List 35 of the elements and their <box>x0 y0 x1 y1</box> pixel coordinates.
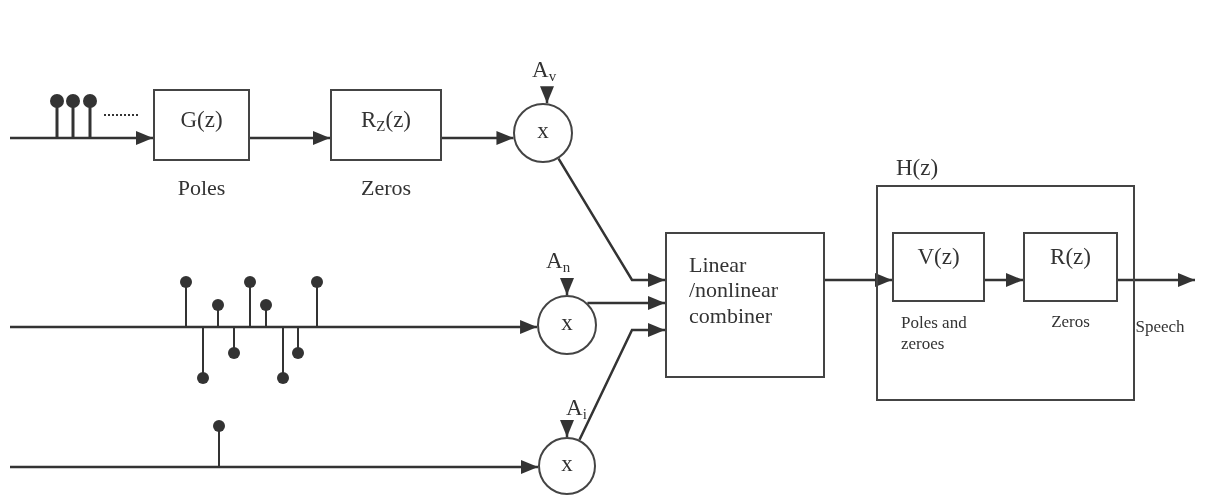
arrow <box>10 320 538 334</box>
arrow <box>1118 273 1195 287</box>
block-caption: Zeros <box>1051 312 1090 332</box>
block-label: x <box>561 309 573 337</box>
block-label: Linear /nonlinear combiner <box>689 252 780 328</box>
arrow <box>540 86 554 104</box>
block-label: G(z) <box>180 107 223 134</box>
edge-label: Speech <box>1135 317 1185 337</box>
gain-label: A$_{v}$ <box>530 58 564 87</box>
block-caption: Poles and zeroes <box>901 312 968 355</box>
arrow <box>557 158 665 287</box>
block-label: V(z) <box>917 244 960 271</box>
block-label: x <box>561 450 573 478</box>
group-heading: H(z) <box>896 155 939 182</box>
multiplier-circle <box>537 295 597 355</box>
block-label: R(z) <box>1050 244 1091 271</box>
multiplier-circle <box>513 103 573 163</box>
gain-label: A$_{n}$ <box>544 249 578 278</box>
arrow <box>560 420 574 437</box>
arrow <box>10 131 153 145</box>
arrow <box>985 273 1023 287</box>
arrow <box>587 296 665 310</box>
arrow <box>10 460 538 474</box>
arrow <box>442 131 514 145</box>
arrow <box>825 273 892 287</box>
arrow <box>578 323 665 441</box>
block-caption: Zeros <box>360 175 412 201</box>
gain-label: A$_{i}$ <box>564 396 596 424</box>
arrow <box>250 131 330 145</box>
block-caption: Poles <box>177 175 226 201</box>
block-label: x <box>537 117 549 145</box>
arrow <box>560 278 574 295</box>
combiner-box <box>665 232 825 378</box>
block-label: R$_{Z}$(z) <box>361 107 411 135</box>
multiplier-circle <box>538 437 596 495</box>
